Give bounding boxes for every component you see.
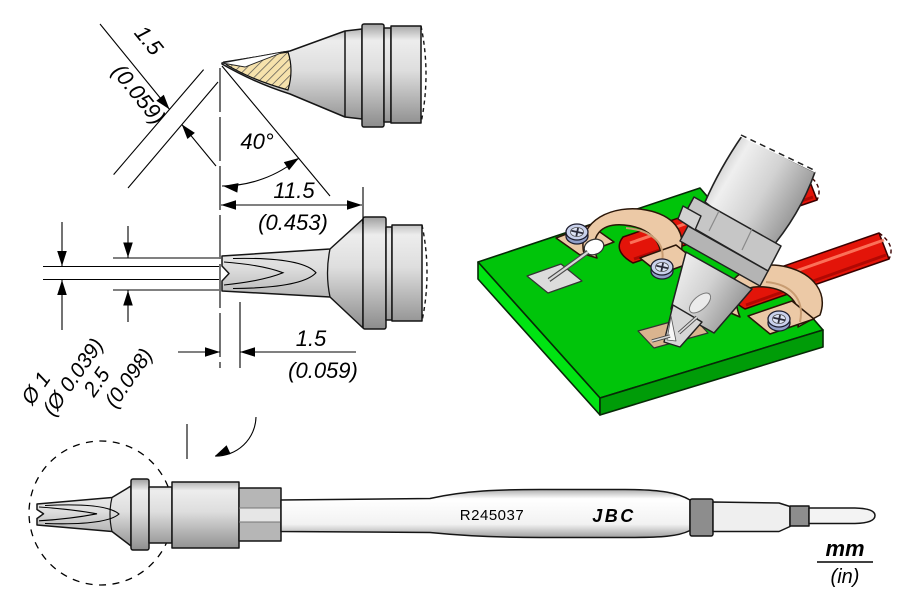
tip-body-side-view (221, 218, 364, 329)
part-number-label: R245037 (460, 507, 524, 524)
dim-length-in: (0.453) (258, 210, 328, 235)
iron-collar-ring (679, 225, 769, 287)
handle-band (689, 498, 714, 537)
brand-logo: JBC (592, 506, 636, 526)
connector-pin (808, 507, 876, 525)
dim-bevel-width-in: (0.059) (107, 59, 170, 129)
cable-cut-dashed (878, 232, 892, 260)
tip-flange-top-view (361, 23, 385, 128)
pcb-right-edge (599, 329, 824, 416)
rear-band (789, 505, 810, 527)
dim-tip-mm: 1.5 (296, 326, 327, 351)
dim-length-mm: 11.5 (273, 178, 315, 203)
detail-leader-arc (214, 416, 257, 457)
tip-flange-side-view (362, 216, 387, 330)
fork-groove-line (223, 261, 285, 286)
application-illustration (477, 133, 892, 416)
soldering-iron (663, 133, 817, 348)
cartridge-hex-section (238, 487, 282, 542)
dim-tip-in: (0.059) (288, 358, 358, 383)
screw-icon (565, 223, 589, 245)
bevel-detail-view (221, 23, 427, 128)
break-line-dashed (420, 25, 427, 124)
bevel-face (221, 51, 286, 68)
cartridge-barrel (171, 481, 240, 549)
cartridge-flange (130, 478, 150, 551)
tip-barrel-top-view (390, 25, 422, 124)
fork-flute-line (232, 257, 317, 290)
tip-barrel-side-view (391, 224, 423, 322)
break-line-dashed (421, 224, 428, 322)
units-legend: mm (in) (817, 536, 873, 588)
side-view (221, 216, 428, 330)
screw-icon (650, 258, 674, 280)
dim-bevel-angle: 40° (240, 129, 273, 154)
wire-ferrule-back (583, 238, 605, 256)
cartridge-full-view: R245037 JBC (28, 440, 876, 586)
units-primary: mm (825, 536, 864, 561)
screw-icon (767, 310, 791, 332)
rear-shaft (712, 501, 791, 533)
iron-cut-dashed (740, 134, 817, 172)
dim-bevel-width-mm: 1.5 (129, 21, 168, 61)
units-secondary: (in) (831, 566, 860, 588)
